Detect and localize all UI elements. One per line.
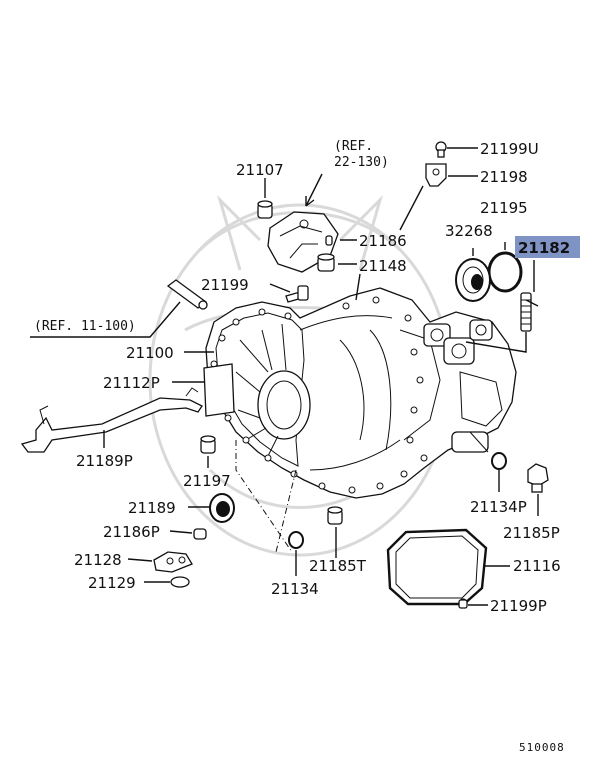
label-21128[interactable]: 21128 xyxy=(74,551,122,569)
label-21189p[interactable]: 21189P xyxy=(76,452,133,470)
part-21148-icon xyxy=(317,253,335,272)
leader-lines xyxy=(30,147,539,606)
label-21134[interactable]: 21134 xyxy=(271,580,319,598)
label-21199u[interactable]: 21199U xyxy=(480,140,539,158)
ref-22-line1: (REF. xyxy=(334,139,373,154)
label-21186p[interactable]: 21186P xyxy=(103,523,160,541)
part-21134-icon xyxy=(288,531,304,549)
part-21182-icon xyxy=(520,292,532,332)
label-21116[interactable]: 21116 xyxy=(513,557,561,575)
part-21185p-icon xyxy=(527,463,549,493)
label-21185t[interactable]: 21185T xyxy=(309,557,367,575)
label-21199[interactable]: 21199 xyxy=(201,276,249,294)
ref-22-line2: 22-130) xyxy=(334,155,389,170)
part-21199u-icon xyxy=(435,141,447,158)
label-21189[interactable]: 21189 xyxy=(128,499,176,517)
part-21198-icon xyxy=(425,163,447,187)
part-21134p-icon xyxy=(491,452,507,470)
part-32268-icon xyxy=(455,258,491,302)
part-21197-icon xyxy=(200,435,216,454)
part-21185t-icon xyxy=(327,506,343,525)
label-21134p[interactable]: 21134P xyxy=(470,498,527,516)
label-21186[interactable]: 21186 xyxy=(359,232,407,250)
part-21107-icon xyxy=(257,200,273,219)
label-21198[interactable]: 21198 xyxy=(480,168,528,186)
label-21195[interactable]: 21195 xyxy=(480,199,528,217)
label-21129[interactable]: 21129 xyxy=(88,574,136,592)
part-21116-icon xyxy=(386,528,488,606)
part-21129-icon xyxy=(170,576,190,588)
label-21100[interactable]: 21100 xyxy=(126,344,174,362)
label-32268[interactable]: 32268 xyxy=(445,222,493,240)
figure-number: 510008 xyxy=(519,741,565,754)
part-21186-icon xyxy=(325,235,333,246)
highlight-21182 xyxy=(515,236,580,258)
transaxle-case-drawing xyxy=(205,287,517,499)
label-21185p[interactable]: 21185P xyxy=(503,524,560,542)
part-21128-icon xyxy=(153,551,193,573)
part-21199-icon xyxy=(285,285,309,303)
label-21197[interactable]: 21197 xyxy=(183,472,231,490)
label-21199p[interactable]: 21199P xyxy=(490,597,547,615)
label-21112p[interactable]: 21112P xyxy=(103,374,160,392)
ref-11-label: (REF. 11-100) xyxy=(34,319,136,334)
label-21107[interactable]: 21107 xyxy=(236,161,284,179)
label-21182[interactable]: 21182 xyxy=(518,239,570,257)
part-21195-icon xyxy=(487,251,523,293)
label-21148[interactable]: 21148 xyxy=(359,257,407,275)
part-21186p-icon xyxy=(193,528,207,540)
part-21112p-icon xyxy=(203,363,235,417)
part-21189-icon xyxy=(209,493,235,523)
breather-clip-icon xyxy=(166,279,208,310)
part-21189p-icon xyxy=(20,387,203,453)
part-21199p-icon xyxy=(458,598,468,609)
